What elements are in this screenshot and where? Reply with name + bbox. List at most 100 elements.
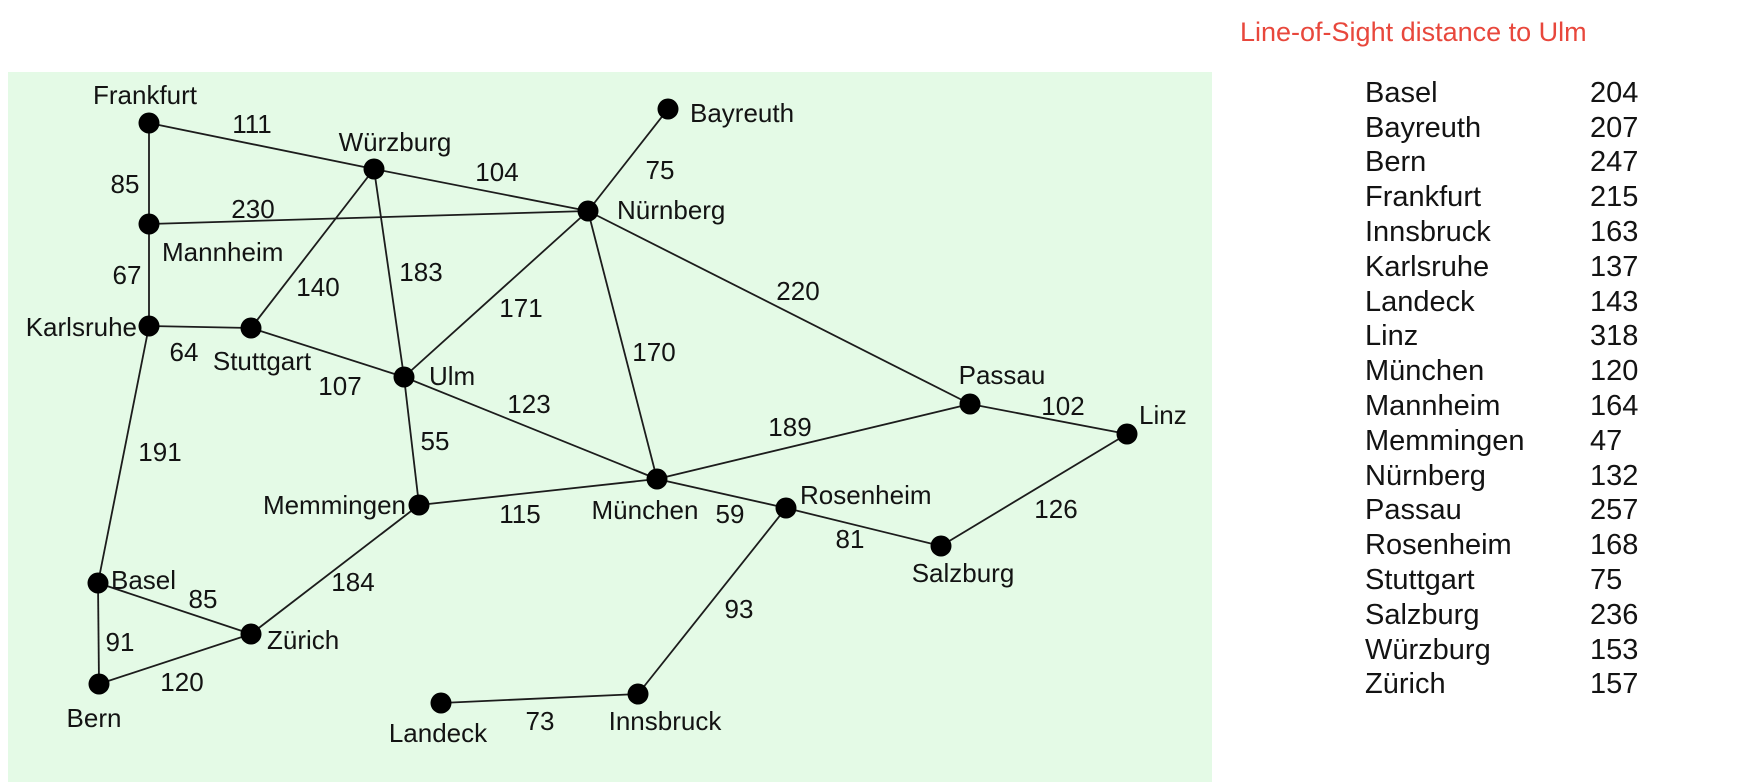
graph-node-memmingen [408,494,430,516]
map-background-panel [8,72,1212,782]
los-city-label: Innsbruck [1365,216,1491,249]
los-city-label: Rosenheim [1365,529,1512,562]
city-label-zurich: Zürich [267,625,339,655]
edge-weight-frankfurt-wurzburg: 111 [232,109,272,139]
edge-weight-memmingen-zurich: 184 [331,567,374,597]
graph-node-linz [1116,423,1138,445]
graph-edge-nurnberg-munchen [587,210,658,480]
edge-weight-linz-salzburg: 126 [1034,494,1077,524]
los-city-label: Frankfurt [1365,181,1482,214]
graph-node-nurnberg [577,200,599,222]
graph-edge-frankfurt-wurzburg [148,122,375,170]
city-label-mannheim: Mannheim [162,237,283,267]
los-city-label: Nürnberg [1365,459,1486,492]
los-distance-value: 257 [1590,494,1639,527]
graph-edge-nurnberg-bayreuth [587,108,669,212]
graph-node-bayreuth [657,98,679,120]
los-distance-value: 247 [1590,146,1639,179]
los-distance-value: 163 [1590,216,1639,249]
los-city-label: Stuttgart [1365,564,1475,597]
graph-node-zurich [240,623,262,645]
los-distance-value: 132 [1590,459,1639,492]
graph-edge-linz-salzburg [940,433,1128,547]
los-distance-value: 204 [1590,76,1639,109]
los-city-label: Mannheim [1365,390,1501,423]
los-distance-value: 120 [1590,355,1639,388]
los-distance-value: 47 [1590,424,1623,457]
city-label-rosenheim: Rosenheim [800,480,932,510]
graph-edge-karlsruhe-basel [97,325,150,584]
edge-weight-stuttgart-ulm: 107 [318,371,361,401]
graph-edge-nurnberg-passau [587,210,971,405]
graph-edge-wurzburg-ulm [373,168,405,378]
edge-weight-karlsruhe-stuttgart: 64 [170,337,199,367]
los-distance-value: 75 [1590,564,1623,597]
los-city-label: Basel [1365,76,1438,109]
city-label-innsbruck: Innsbruck [609,706,723,736]
los-distance-value: 157 [1590,668,1639,701]
graph-edge-munchen-rosenheim [656,478,787,509]
los-city-label: Karlsruhe [1365,250,1490,283]
graph-node-salzburg [930,535,952,557]
graph-edge-rosenheim-salzburg [785,507,942,547]
graph-node-basel [87,572,109,594]
los-row-bern: Bern 247 [1365,146,1670,181]
city-label-nurnberg: Nürnberg [617,195,725,225]
los-row-stuttgart: Stuttgart 75 [1365,563,1670,598]
city-label-stuttgart: Stuttgart [213,346,312,376]
graph-node-karlsruhe [138,315,160,337]
edge-weight-mannheim-nurnberg: 230 [231,194,274,224]
los-distance-value: 143 [1590,285,1639,318]
graph-node-rosenheim [775,497,797,519]
graph-node-mannheim [138,213,160,235]
graph-edge-basel-zurich [97,582,252,635]
los-city-label: Salzburg [1365,598,1480,631]
edge-weight-basel-bern: 91 [106,627,135,657]
city-label-karlsruhe: Karlsruhe [26,312,137,342]
graph-edge-wurzburg-stuttgart [250,168,375,329]
edge-weight-basel-zurich: 85 [189,584,218,614]
graph-edge-munchen-passau [656,403,971,480]
los-city-label: Linz [1365,320,1419,353]
city-label-linz: Linz [1139,400,1187,430]
graph-node-munchen [646,468,668,490]
city-label-wurzburg: Würzburg [339,127,452,157]
edge-weight-memmingen-munchen: 115 [499,499,540,529]
graph-edge-ulm-munchen [403,376,658,480]
graph-node-passau [959,393,981,415]
los-city-label: Passau [1365,494,1462,527]
graph-edge-karlsruhe-stuttgart [148,325,252,329]
edge-weight-wurzburg-stuttgart: 140 [296,272,339,302]
edge-weight-nurnberg-munchen: 170 [632,337,675,367]
graph-edge-rosenheim-innsbruck [637,507,787,695]
edge-weight-bern-zurich: 120 [160,667,203,697]
edge-weight-munchen-rosenheim: 59 [716,499,745,529]
city-label-bayreuth: Bayreuth [690,98,794,128]
city-label-memmingen: Memmingen [263,490,406,520]
graph-node-ulm [393,366,415,388]
los-distance-value: 137 [1590,250,1639,283]
los-city-label: Bern [1365,146,1427,179]
edge-weight-nurnberg-passau: 220 [776,276,819,306]
graph-edge-memmingen-zurich [250,504,420,635]
city-label-basel: Basel [111,565,176,595]
edge-weight-wurzburg-nurnberg: 104 [475,157,518,187]
graph-edge-ulm-memmingen [403,376,420,506]
graph-edge-passau-linz [969,403,1128,435]
graph-node-innsbruck [627,683,649,705]
los-distance-value: 153 [1590,633,1639,666]
edge-weight-frankfurt-mannheim: 85 [111,169,140,199]
los-row-linz: Linz 318 [1365,320,1670,355]
los-distance-value: 318 [1590,320,1639,353]
edge-weight-nurnberg-bayreuth: 75 [646,155,675,185]
los-row-basel: Basel 204 [1365,76,1670,111]
